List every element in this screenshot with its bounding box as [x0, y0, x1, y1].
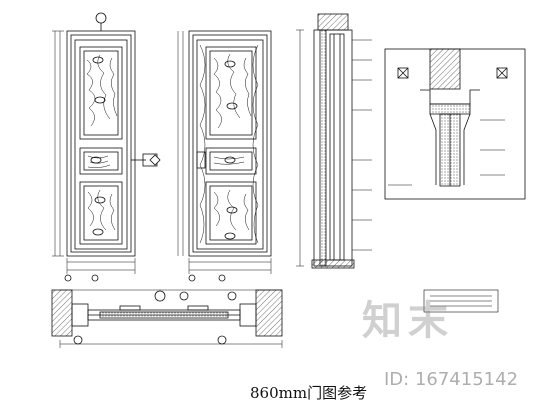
door-frame-detail: [384, 48, 526, 200]
watermark-logo: 知末: [362, 298, 454, 344]
watermark-id: ID: 167415142: [384, 369, 519, 390]
door-plan-section: [51, 289, 283, 348]
door-elevation-front: [52, 12, 161, 282]
door-elevation-back: [177, 30, 272, 282]
door-vertical-section: [296, 13, 372, 269]
drawing-caption: 860mm门图参考: [250, 384, 368, 402]
material-legend: [423, 289, 499, 313]
